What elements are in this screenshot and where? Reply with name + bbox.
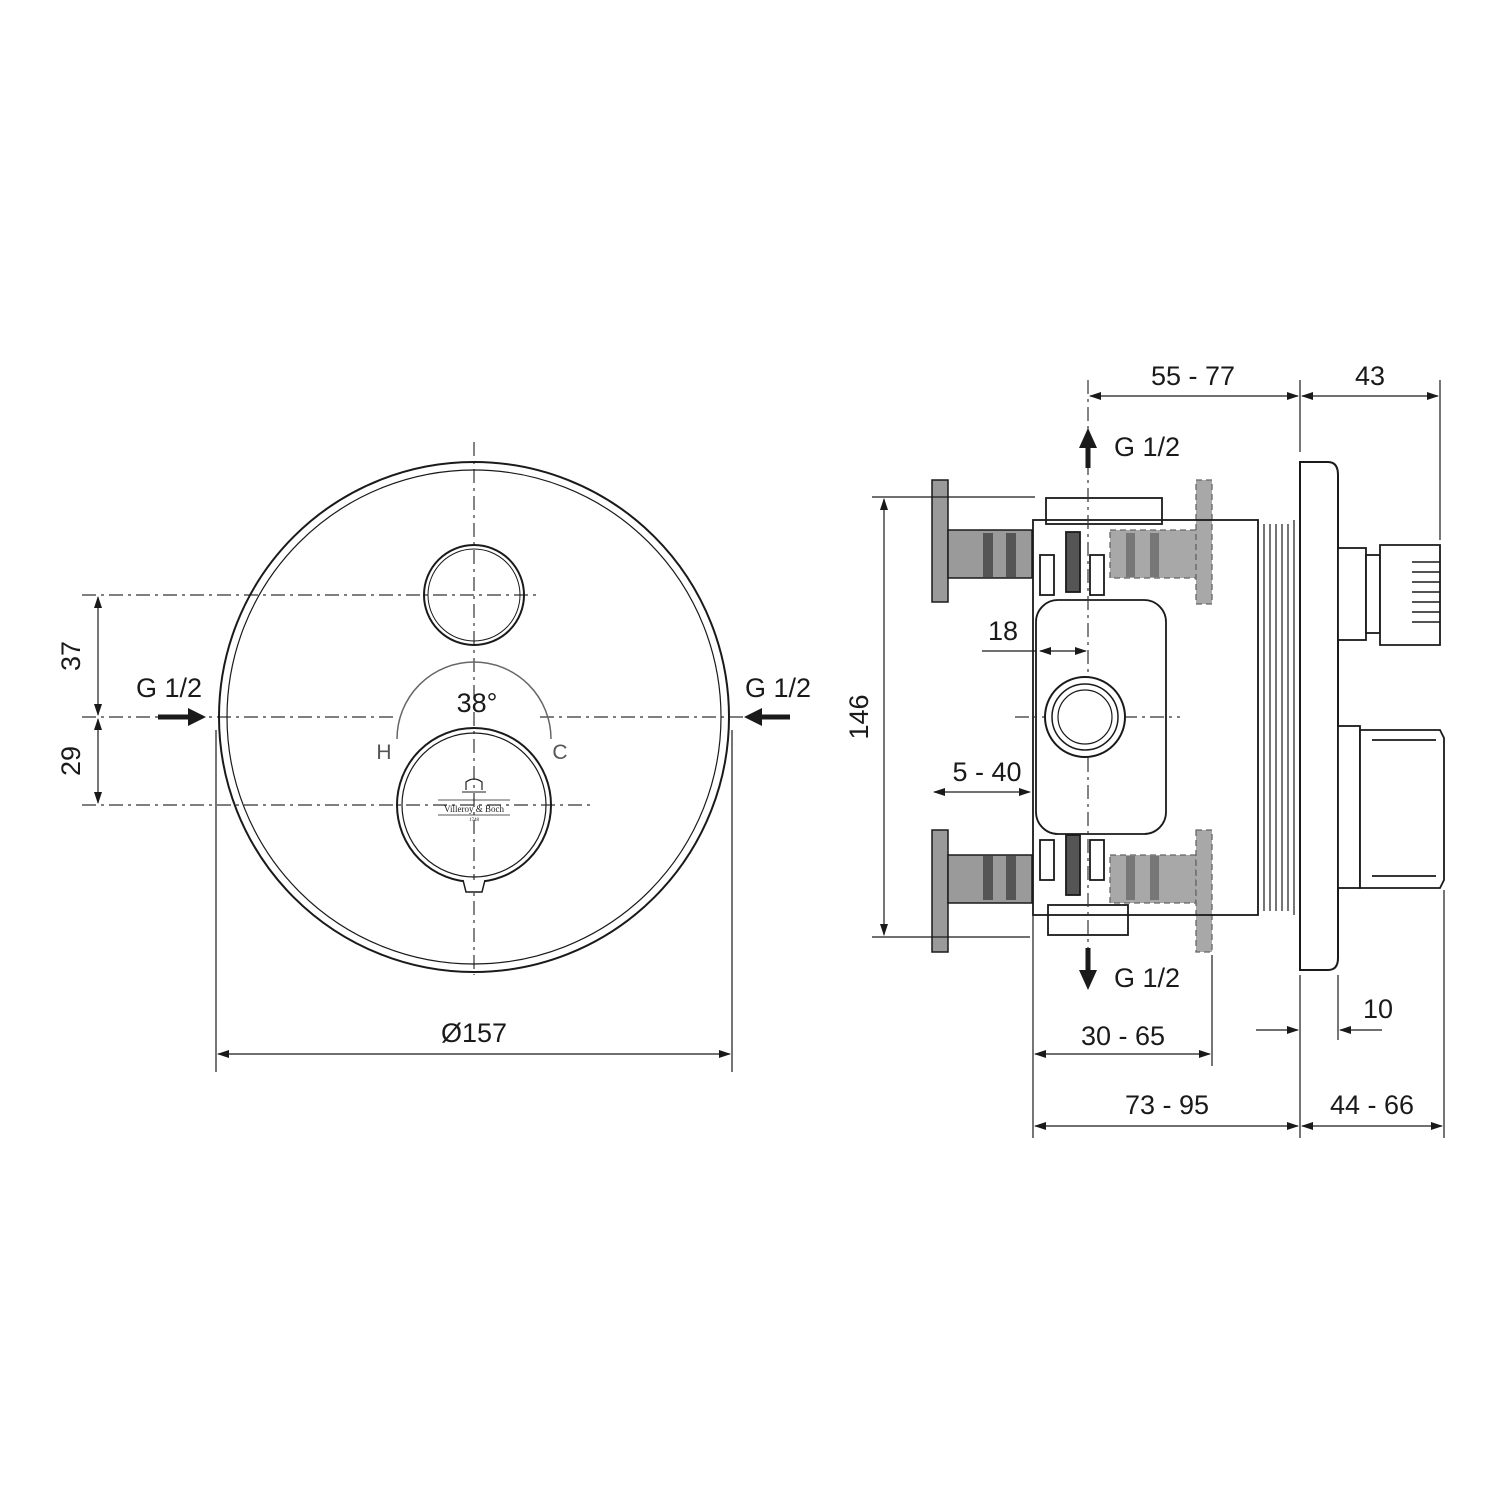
angle-label: 38° — [457, 688, 498, 718]
diverter-button-ring — [427, 548, 521, 642]
outlet-arrow-bottom — [1079, 948, 1097, 990]
outlet-arrow-top — [1079, 428, 1097, 468]
thread-lines — [1257, 520, 1295, 915]
inlet-arrow-left — [158, 708, 206, 726]
dim-55-77-label: 55 - 77 — [1151, 361, 1235, 391]
outlet-port-bore — [1057, 689, 1113, 745]
dim-18-label: 18 — [988, 616, 1018, 646]
cold-label: C — [552, 741, 567, 764]
height-label: 146 — [844, 694, 874, 739]
svg-text:Villeroy & Boch: Villeroy & Boch — [444, 804, 504, 814]
inlet-arrow-right — [744, 708, 790, 726]
right-bracket-slots — [1126, 533, 1159, 900]
left-brackets — [931, 479, 1033, 953]
rosette-inner — [226, 469, 722, 965]
offset-top-label: 37 — [56, 641, 86, 671]
inlet-left-label: G 1/2 — [136, 673, 202, 703]
outlet-top-label: G 1/2 — [1114, 432, 1180, 462]
dim-10-label: 10 — [1363, 994, 1393, 1024]
dim-30-65-label: 30 - 65 — [1081, 1021, 1165, 1051]
diverter-button — [423, 544, 525, 646]
knob-side — [1337, 725, 1445, 889]
dim-43-label: 43 — [1355, 361, 1385, 391]
thermostat-knob-ring — [401, 732, 547, 878]
dim-73-95-label: 73 - 95 — [1125, 1090, 1209, 1120]
side-dimensions — [872, 380, 1445, 1138]
hot-label: H — [376, 741, 391, 764]
knob-tab — [462, 879, 486, 893]
button-side — [1337, 544, 1441, 646]
button-grip — [1412, 561, 1440, 623]
dim-44-66-label: 44 - 66 — [1330, 1090, 1414, 1120]
dim-5-40-label: 5 - 40 — [952, 757, 1021, 787]
diameter-label: Ø157 — [441, 1018, 507, 1048]
front-view: Villeroy & Boch 1748 38° H C G 1/2 G 1/2… — [56, 442, 811, 1072]
offset-bottom-label: 29 — [56, 746, 86, 776]
front-center-lines — [82, 442, 750, 975]
rosette-side — [1299, 461, 1339, 971]
diameter-dimension — [215, 730, 733, 1072]
side-view: G 1/2 G 1/2 — [844, 361, 1445, 1138]
outlet-port-inner — [1051, 683, 1119, 751]
rosette-outer — [218, 461, 730, 973]
outlet-bottom-label: G 1/2 — [1114, 963, 1180, 993]
angle-arc — [396, 661, 552, 740]
svg-text:1748: 1748 — [469, 818, 480, 823]
brand-logo: Villeroy & Boch 1748 — [438, 778, 510, 823]
outlet-port — [1044, 676, 1126, 758]
left-bracket-slots — [983, 533, 1016, 900]
inlet-right-label: G 1/2 — [745, 673, 811, 703]
